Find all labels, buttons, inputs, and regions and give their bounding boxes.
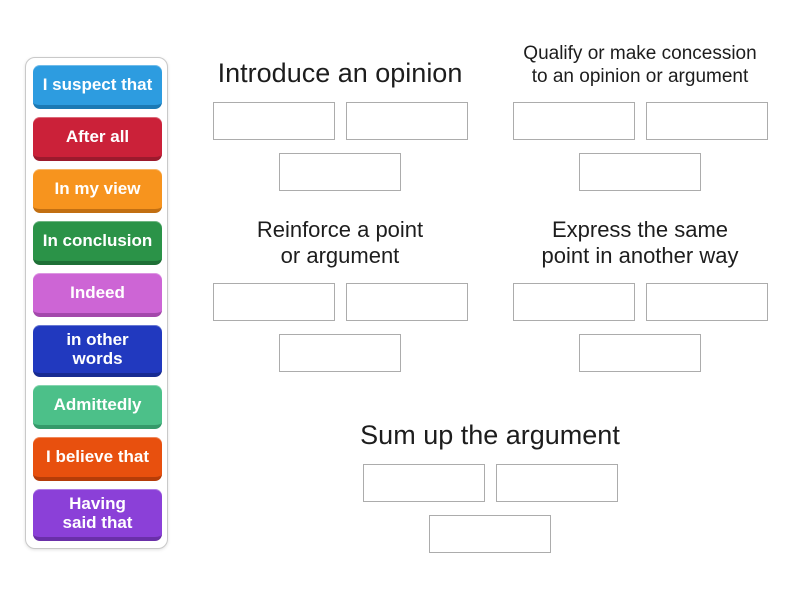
slot-row [512,283,768,321]
category-heading: Qualify or make concession to an opinion… [523,42,757,87]
category-heading: Sum up the argument [360,419,620,450]
drop-slot[interactable] [362,464,485,502]
drop-slot[interactable] [279,153,401,191]
word-tile[interactable]: in other words [33,325,162,377]
drop-slot[interactable] [512,283,635,321]
category-group: Qualify or make concession to an opinion… [490,36,790,191]
category-group: Sum up the argument [190,398,790,553]
slot-row [212,102,468,140]
drop-slot[interactable] [645,283,768,321]
word-tile[interactable]: In my view [33,169,162,213]
slot-row [362,464,618,502]
category-heading: Express the same point in another way [541,217,739,269]
drop-slot[interactable] [345,283,468,321]
category-group: Introduce an opinion [190,36,490,191]
category-heading: Introduce an opinion [217,57,463,88]
word-tile[interactable]: I believe that [33,437,162,481]
drop-slot[interactable] [345,102,468,140]
word-tile[interactable]: In conclusion [33,221,162,265]
category-group: Reinforce a point or argument [190,217,490,372]
slot-row [512,102,768,140]
drop-slot[interactable] [279,334,401,372]
slot-area [212,102,468,191]
slot-row [212,283,468,321]
slot-area [362,464,618,553]
drop-slot[interactable] [579,334,701,372]
slot-row [279,334,401,372]
word-tile[interactable]: Indeed [33,273,162,317]
drop-slot[interactable] [512,102,635,140]
drop-slot[interactable] [495,464,618,502]
group-board: Introduce an opinion Qualify or make conc… [190,36,790,553]
slot-row [279,153,401,191]
word-tile[interactable]: Having said that [33,489,162,541]
drop-slot[interactable] [212,102,335,140]
category-heading: Reinforce a point or argument [256,217,424,269]
word-tile[interactable]: Admittedly [33,385,162,429]
slot-row [429,515,551,553]
slot-area [212,283,468,372]
drop-slot[interactable] [212,283,335,321]
drop-slot[interactable] [645,102,768,140]
slot-row [579,153,701,191]
word-tile[interactable]: I suspect that [33,65,162,109]
slot-row [579,334,701,372]
drop-slot[interactable] [429,515,551,553]
category-group: Express the same point in another way [490,217,790,372]
slot-area [512,283,768,372]
slot-area [512,102,768,191]
word-tile[interactable]: After all [33,117,162,161]
drop-slot[interactable] [579,153,701,191]
